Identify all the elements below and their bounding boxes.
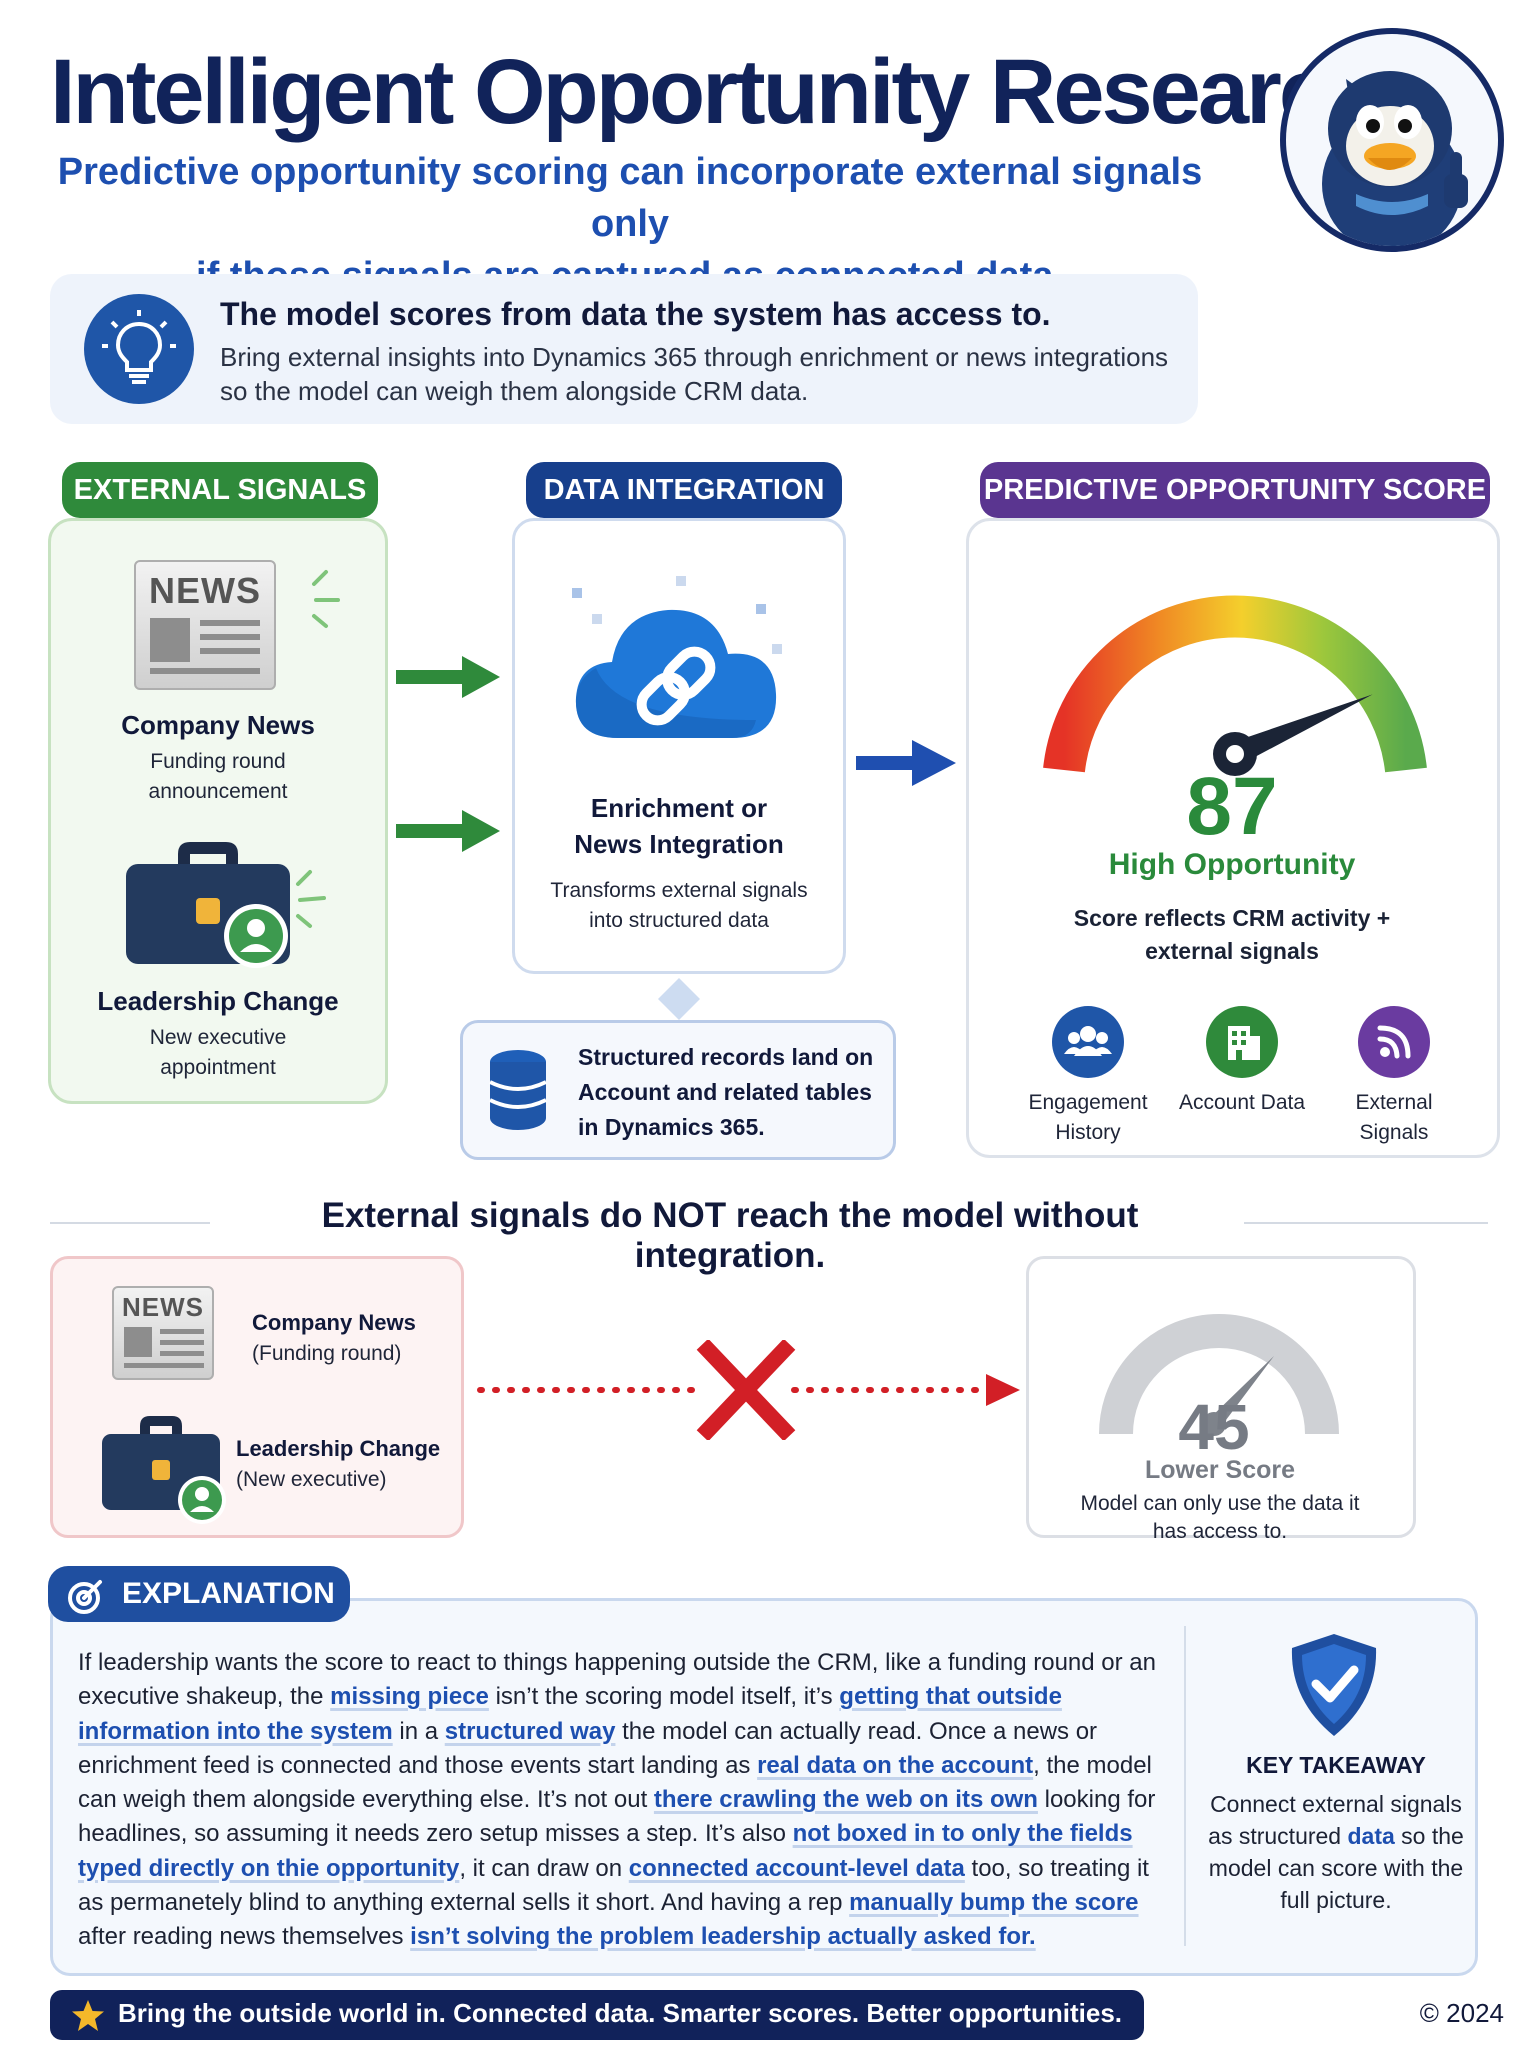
leadership-change-desc: (New executive) <box>236 1468 387 1491</box>
explanation-label: EXPLANATION <box>48 1566 350 1622</box>
signal-burst-icon <box>312 570 340 628</box>
explanation-text: If leadership wants the score to react t… <box>78 1646 1158 1955</box>
data-integration-panel <box>512 518 846 974</box>
explanation-segment: , it can draw on <box>459 1854 629 1882</box>
explanation-panel <box>50 1598 1478 1976</box>
page-title: Intelligent Opportunity Research <box>50 41 1383 143</box>
insight-headline: The model scores from data the system ha… <box>220 296 1051 332</box>
score-value: 87 <box>1186 761 1278 852</box>
lower-score-gauge <box>1099 1314 1339 1436</box>
lower-score-label: Lower Score <box>1144 1456 1296 1484</box>
key-takeaway-body: Connect external signals as structured d… <box>1208 1791 1464 1913</box>
database-icon <box>489 1050 547 1130</box>
signal-burst-icon <box>296 870 326 928</box>
score-gauge <box>1043 595 1427 776</box>
newspaper-icon: NEWS <box>134 560 276 690</box>
footer-banner <box>50 1990 1144 2040</box>
external-signals-label: EXTERNAL SIGNALS <box>62 462 378 518</box>
explanation-segment: , the model can weigh them alongside eve… <box>78 1751 1152 1814</box>
explanation-segment: after reading news themselves <box>78 1923 411 1951</box>
integration-desc: Transforms external signals into structu… <box>550 879 808 932</box>
shield-check-icon <box>1291 1634 1377 1736</box>
rss-icon <box>1358 1006 1430 1078</box>
predictive-score-label: PREDICTIVE OPPORTUNITY SCORE <box>980 462 1490 518</box>
lightbulb-icon <box>84 294 194 404</box>
people-icon <box>1052 1006 1124 1078</box>
arrow-right-icon <box>396 656 500 698</box>
divider <box>1244 1222 1488 1224</box>
insight-body: Bring external insights into Dynamics 36… <box>220 342 1169 406</box>
blocked-x-icon <box>696 1340 796 1440</box>
news-word: NEWS <box>149 570 261 611</box>
leadership-change-title: Leadership Change <box>236 1436 441 1461</box>
briefcase-icon <box>126 842 290 968</box>
explanation-highlight: manually bump the score <box>849 1889 1139 1917</box>
building-icon <box>1206 1006 1278 1078</box>
explanation-highlight: there crawling the web on its own <box>653 1786 1038 1814</box>
score-label: High Opportunity <box>1108 848 1356 881</box>
cloud-link-icon <box>572 576 782 738</box>
briefcase-icon <box>102 1416 226 1524</box>
target-icon <box>68 1580 102 1614</box>
explanation-segment: in a <box>392 1717 445 1745</box>
feature-account-data: Account Data <box>1178 1091 1306 1114</box>
lower-score-panel <box>1026 1256 1416 1538</box>
lower-score-note: Model can only use the data it has acces… <box>1080 1492 1360 1543</box>
integration-title: Enrichment or News Integration <box>574 793 784 859</box>
star-icon <box>72 2000 104 2031</box>
arrow-right-icon <box>856 740 956 786</box>
arrow-right-icon <box>396 810 500 852</box>
explanation-highlight: getting that outside information into th… <box>78 1683 1062 1745</box>
score-note: Score reflects CRM activity + external s… <box>1073 905 1391 964</box>
news-word: NEWS <box>122 1292 204 1322</box>
key-takeaway-title: KEY TAKEAWAY <box>1246 1752 1426 1778</box>
connector-diamond-icon <box>658 978 700 1020</box>
newspaper-icon: NEWS <box>112 1286 214 1380</box>
company-news-desc: (Funding round) <box>252 1342 402 1365</box>
explanation-segment: looking for headlines, so assuming it ne… <box>78 1786 1156 1848</box>
explanation-highlight: isn’t solving the problem leadership act… <box>410 1923 1036 1951</box>
divider <box>50 1222 210 1224</box>
subtitle-line-1: Predictive opportunity scoring can incor… <box>57 151 1203 245</box>
penguin-mascot-icon <box>1280 28 1504 252</box>
footer-tagline: Bring the outside world in. Connected da… <box>118 1998 1123 2028</box>
company-news-title: Company News <box>121 710 315 740</box>
feature-engagement-history: Engagement History <box>1028 1091 1148 1144</box>
feature-external-signals: External Signals <box>1355 1091 1433 1144</box>
company-news-title: Company News <box>252 1310 416 1335</box>
explanation-segment: too, so treating it as permanetely blind… <box>78 1854 1149 1917</box>
explanation-segment: If leadership wants the score to react t… <box>78 1649 1156 1711</box>
explanation-label-text: EXPLANATION <box>122 1577 335 1610</box>
leadership-change-title: Leadership Change <box>97 986 339 1016</box>
blocked-path-arrow <box>477 1340 1020 1440</box>
explanation-highlight: structured way <box>444 1717 616 1745</box>
leadership-change-desc: New executive appointment <box>149 1026 287 1079</box>
structured-records-text: Structured records land on Account and r… <box>578 1044 874 1140</box>
explanation-segment: the model can actually read. Once a news… <box>78 1717 1098 1779</box>
explanation-segment: isn’t the scoring model itself, it’s <box>488 1683 840 1711</box>
explanation-highlight: missing piece <box>330 1683 489 1711</box>
copyright: © 2024 <box>1419 1998 1504 2028</box>
lower-score-value: 45 <box>1178 1391 1250 1463</box>
explanation-highlight: real data on the account <box>757 1751 1034 1779</box>
without-integration-headline: External signals do NOT reach the model … <box>321 1196 1139 1275</box>
explanation-highlight: not boxed in to only the fields typed di… <box>78 1820 1133 1882</box>
data-integration-label: DATA INTEGRATION <box>526 462 842 518</box>
company-news-desc: Funding round announcement <box>148 750 288 803</box>
explanation-highlight: connected account-level data <box>628 1854 965 1882</box>
insight-panel <box>50 274 1198 424</box>
divider <box>1184 1626 1186 1946</box>
gauge-needle <box>1230 694 1373 766</box>
